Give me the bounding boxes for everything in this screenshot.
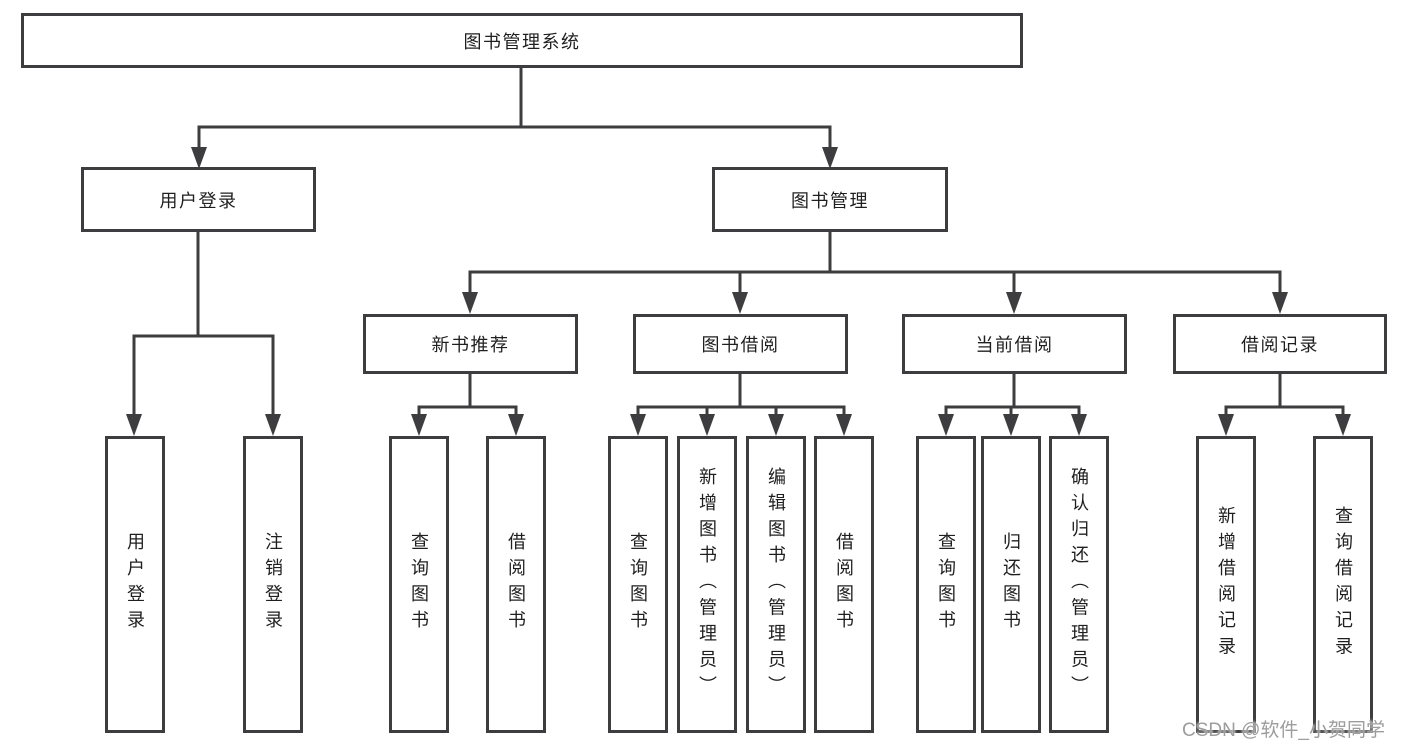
leaf-label: 注销登录 xyxy=(263,532,283,637)
node-user-login-label: 用户登录 xyxy=(159,190,238,211)
leaf-label: 查询图书 xyxy=(409,532,429,637)
node-new-book-recommend: 新书推荐 xyxy=(363,314,578,374)
node-root: 图书管理系统 xyxy=(21,13,1023,68)
arrowheads xyxy=(126,147,1351,436)
node-leaf-add-borrow-record: 新增借阅记录 xyxy=(1196,436,1256,733)
node-leaf-edit-books-admin: 编辑图书（管理员） xyxy=(746,436,806,733)
leaf-label: 查询借阅记录 xyxy=(1333,506,1353,663)
leaf-label: 用户登录 xyxy=(125,532,145,637)
leaf-label: 查询图书 xyxy=(628,532,648,637)
node-leaf-user-login: 用户登录 xyxy=(105,436,165,733)
node-current-borrowing: 当前借阅 xyxy=(902,314,1127,374)
leaf-label: 新增图书（管理员） xyxy=(697,467,717,702)
node-leaf-add-books-admin: 新增图书（管理员） xyxy=(677,436,737,733)
node-leaf-query-books-borrowing: 查询图书 xyxy=(608,436,668,733)
node-borrowing-records: 借阅记录 xyxy=(1173,314,1387,374)
leaf-label: 借阅图书 xyxy=(834,532,854,637)
node-leaf-query-books-recommend: 查询图书 xyxy=(389,436,449,733)
node-root-label: 图书管理系统 xyxy=(463,31,581,52)
node-leaf-logout: 注销登录 xyxy=(243,436,303,733)
node-book-borrowing: 图书借阅 xyxy=(633,314,848,374)
watermark-text: CSDN @软件_小贺同学 xyxy=(1182,720,1385,741)
node-borrowing-records-label: 借阅记录 xyxy=(1241,335,1319,355)
node-leaf-confirm-return-admin: 确认归还（管理员） xyxy=(1049,436,1109,733)
node-leaf-query-books-current: 查询图书 xyxy=(916,436,976,733)
leaf-label: 确认归还（管理员） xyxy=(1069,467,1089,702)
node-leaf-borrow-books-recommend: 借阅图书 xyxy=(486,436,546,733)
leaf-label: 归还图书 xyxy=(1001,532,1021,637)
leaf-label: 新增借阅记录 xyxy=(1216,506,1236,663)
node-new-book-recommend-label: 新书推荐 xyxy=(431,335,510,355)
node-leaf-query-borrow-record: 查询借阅记录 xyxy=(1313,436,1373,733)
node-user-login: 用户登录 xyxy=(81,167,316,232)
node-book-management-label: 图书管理 xyxy=(791,190,869,211)
node-current-borrowing-label: 当前借阅 xyxy=(975,335,1054,355)
node-leaf-borrow-books: 借阅图书 xyxy=(814,436,874,733)
leaf-label: 编辑图书（管理员） xyxy=(766,467,786,702)
node-leaf-return-books: 归还图书 xyxy=(981,436,1041,733)
node-book-borrowing-label: 图书借阅 xyxy=(701,335,780,355)
leaf-label: 借阅图书 xyxy=(506,532,526,637)
node-book-management: 图书管理 xyxy=(712,167,948,232)
leaf-label: 查询图书 xyxy=(936,532,956,637)
